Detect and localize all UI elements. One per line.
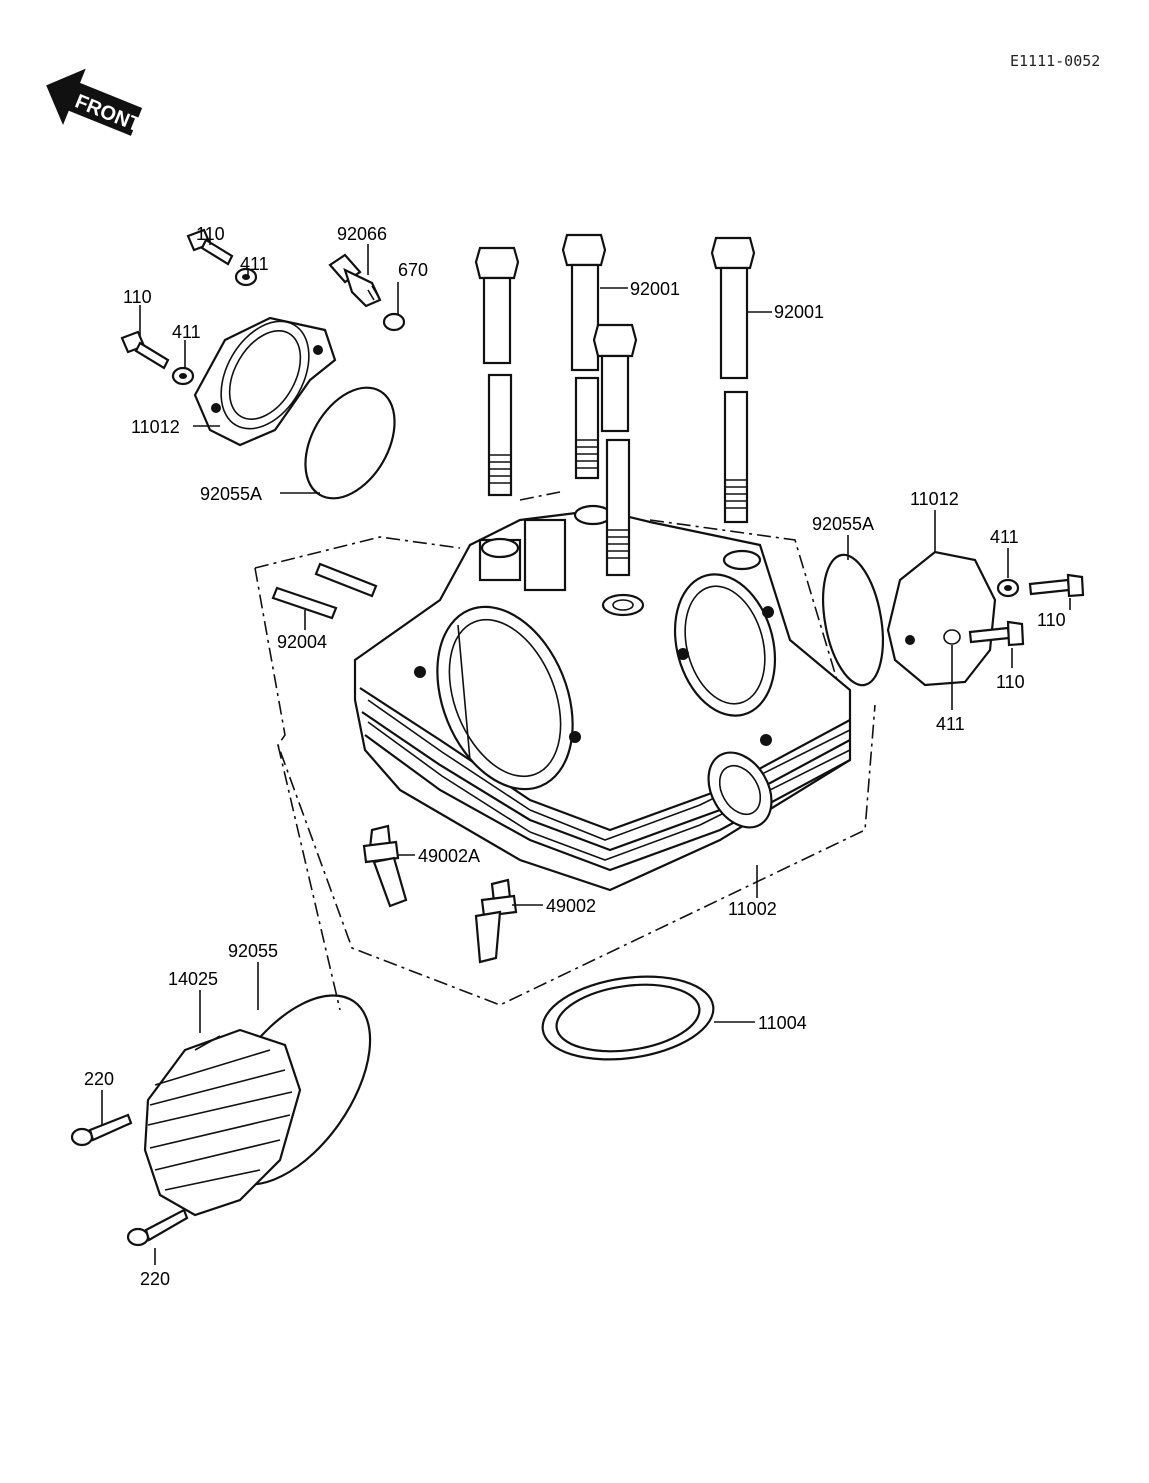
label-49002a: 49002A xyxy=(418,846,480,866)
sensor-92066 xyxy=(328,253,382,308)
label-11012-right: 11012 xyxy=(910,489,959,509)
label-670: 670 xyxy=(398,260,428,280)
bolt-110-c xyxy=(1028,573,1085,598)
head-bolt-92001-c xyxy=(592,323,638,577)
label-411-a: 411 xyxy=(240,254,269,274)
o-ring-92055a-left xyxy=(304,386,396,500)
callout-labels: 110 411 110 411 11012 92055A 92066 670 9… xyxy=(84,224,1066,1289)
washer-670 xyxy=(382,312,406,332)
label-92055a-right: 92055A xyxy=(812,514,874,534)
label-92001-b: 92001 xyxy=(774,302,824,322)
label-11004: 11004 xyxy=(758,1013,807,1033)
label-220-b: 220 xyxy=(140,1269,170,1289)
cap-11012-left xyxy=(193,316,337,447)
bolt-110-d xyxy=(968,620,1025,647)
dashed-guide-lines xyxy=(254,491,876,1011)
head-bolt-92001-a xyxy=(474,246,520,497)
o-ring-92055a-right xyxy=(822,553,884,687)
label-92004: 92004 xyxy=(277,632,327,652)
gasket-11004 xyxy=(541,975,715,1061)
label-411-b: 411 xyxy=(172,322,201,342)
label-110-c: 110 xyxy=(1037,610,1066,630)
label-411-c: 411 xyxy=(990,527,1019,547)
screw-220-a xyxy=(70,1113,133,1147)
head-bolt-92001-d xyxy=(710,236,756,524)
bolt-110-a xyxy=(186,228,234,266)
head-bolt-92001-b xyxy=(561,233,607,480)
cover-14025 xyxy=(143,1028,302,1217)
stud-92004 xyxy=(271,562,378,620)
screw-220-b xyxy=(126,1208,189,1247)
label-92001-a: 92001 xyxy=(630,279,680,299)
washer-411-c xyxy=(996,578,1020,598)
label-92055: 92055 xyxy=(228,941,278,961)
valve-guide-49002a xyxy=(362,824,408,908)
cap-11012-right xyxy=(886,550,997,687)
label-411-d: 411 xyxy=(936,714,965,734)
diagram-code: E1111-0052 xyxy=(1010,52,1100,70)
valve-guide-49002 xyxy=(474,878,518,964)
label-220-a: 220 xyxy=(84,1069,114,1089)
label-11002: 11002 xyxy=(728,899,777,919)
washer-411-a xyxy=(234,267,258,287)
label-14025: 14025 xyxy=(168,969,218,989)
bolt-110-b xyxy=(120,330,170,370)
label-92055a-left: 92055A xyxy=(200,484,262,504)
leader-lines xyxy=(101,240,1071,1265)
label-110-d: 110 xyxy=(996,672,1025,692)
label-92066: 92066 xyxy=(337,224,387,244)
label-110-a: 110 xyxy=(196,224,225,244)
label-110-b: 110 xyxy=(123,287,152,307)
label-11012-left: 11012 xyxy=(131,417,180,437)
cylinder-head-11002 xyxy=(353,504,852,892)
front-arrow-icon: FRONT xyxy=(46,68,144,137)
label-49002: 49002 xyxy=(546,896,596,916)
washer-411-b xyxy=(171,366,195,386)
